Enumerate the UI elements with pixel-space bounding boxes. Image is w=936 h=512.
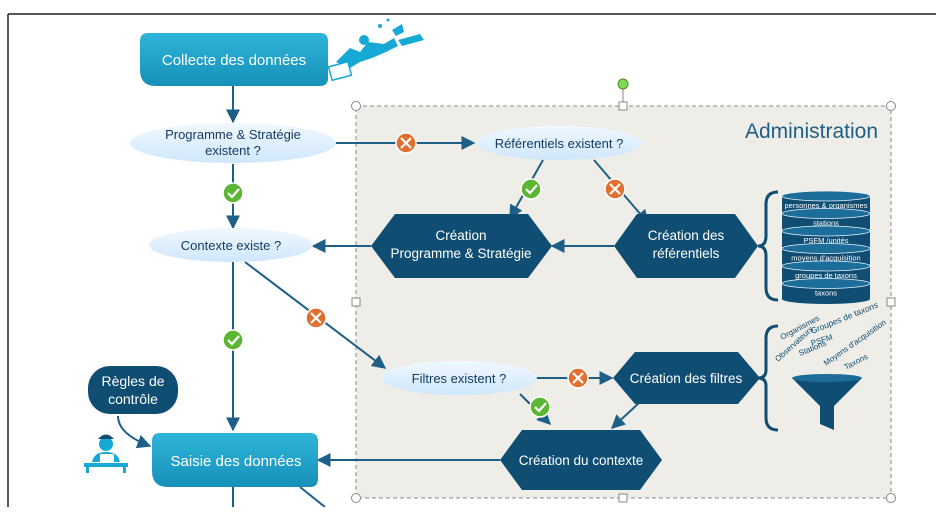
resize-handle-tc[interactable] [618, 101, 628, 111]
filtres-decision[interactable]: Filtres existent ? [381, 361, 537, 395]
check-icon [222, 182, 244, 204]
creation-programme-hexagon[interactable] [371, 214, 552, 278]
database-layer-top [781, 260, 871, 272]
referentiels-decision[interactable]: Référentiels existent ? [477, 126, 641, 160]
resize-handle-ml[interactable] [351, 297, 361, 307]
database-layer-label: moyens d'acquisition [791, 254, 860, 263]
programme-label-line2: existent ? [205, 143, 261, 158]
database-layer-top [781, 278, 871, 289]
database-layer-top [781, 225, 871, 237]
database-layer-label: PSFM /unités [803, 236, 848, 245]
contexte-ellipse[interactable] [149, 228, 313, 262]
creation-referentiels-hexagon[interactable] [614, 214, 758, 278]
user-at-computer-icon [84, 434, 128, 473]
collecte-box[interactable] [140, 33, 328, 86]
cross-icon [567, 367, 589, 389]
resize-handle-bl[interactable] [351, 493, 361, 503]
database-layer [782, 283, 870, 304]
regles-line2: contrôle [108, 391, 158, 407]
referentiels-label: Référentiels existent ? [495, 136, 624, 151]
regles-line1: Règles de [101, 373, 164, 389]
creation-programme-node[interactable]: Création Programme & Stratégie [371, 214, 552, 278]
programme-label-line1: Programme & Stratégie [165, 127, 301, 142]
filtres-label: Filtres existent ? [412, 371, 507, 386]
arrow-creation-filtres-to-contexte [610, 401, 641, 429]
creation-programme-line1: Création [435, 228, 486, 243]
saisie-label: Saisie des données [171, 453, 302, 470]
database-layer-top [781, 190, 871, 202]
database-layer-top [781, 243, 871, 254]
check-icon [520, 178, 542, 200]
resize-handle-tl[interactable] [351, 101, 361, 111]
cross-icon [305, 307, 327, 329]
saisie-node[interactable]: Saisie des données [152, 433, 318, 487]
arrow-saisie-out [299, 486, 326, 508]
creation-referentiels-node[interactable]: Création des référentiels [614, 214, 758, 278]
administration-title: Administration [745, 120, 878, 143]
resize-handle-tr[interactable] [886, 101, 896, 111]
creation-filtres-label: Création des filtres [630, 371, 743, 386]
database-layer-label: stations [813, 219, 839, 228]
funnel-icon [792, 374, 862, 430]
collecte-label: Collecte des données [162, 52, 306, 69]
cross-icon [604, 178, 626, 200]
collecte-node[interactable]: Collecte des données [140, 33, 328, 86]
arrow-regles-to-saisie [117, 415, 152, 449]
programme-decision[interactable]: Programme & Stratégie existent ? [130, 123, 336, 163]
filtres-ellipse[interactable] [381, 361, 537, 395]
creation-contexte-label: Création du contexte [519, 453, 644, 468]
creation-filtres-node[interactable]: Création des filtres [613, 352, 760, 404]
database-layer-label: groupes de taxons [795, 271, 857, 280]
regles-node[interactable]: Règles de contrôle [88, 366, 178, 414]
check-icon [529, 396, 551, 418]
rotate-handle[interactable] [617, 78, 629, 90]
creation-referentiels-line2: référentiels [653, 246, 720, 261]
resize-handle-br[interactable] [886, 493, 896, 503]
contexte-label: Contexte existe ? [181, 238, 281, 253]
saisie-box[interactable] [152, 433, 318, 487]
regles-box[interactable] [88, 366, 178, 414]
referentiels-ellipse[interactable] [477, 126, 641, 160]
cross-icon [395, 132, 417, 154]
diver-icon [327, 18, 424, 82]
creation-referentiels-line1: Création des [648, 228, 725, 243]
creation-programme-line2: Programme & Stratégie [390, 246, 531, 261]
creation-contexte-node[interactable]: Création du contexte [500, 430, 662, 490]
resize-handle-bc[interactable] [618, 493, 628, 503]
database-layer-label: taxons [815, 289, 837, 298]
contexte-decision[interactable]: Contexte existe ? [149, 228, 313, 262]
check-icon [222, 329, 244, 351]
filter-brace [757, 324, 779, 432]
database-layer-label: personnes & organismes [785, 201, 868, 210]
database-brace [757, 190, 779, 302]
database-layer-top [781, 208, 871, 219]
creation-contexte-hexagon[interactable] [500, 430, 662, 490]
resize-handle-mr[interactable] [886, 297, 896, 307]
creation-filtres-hexagon[interactable] [613, 352, 760, 404]
programme-ellipse[interactable] [130, 123, 336, 163]
